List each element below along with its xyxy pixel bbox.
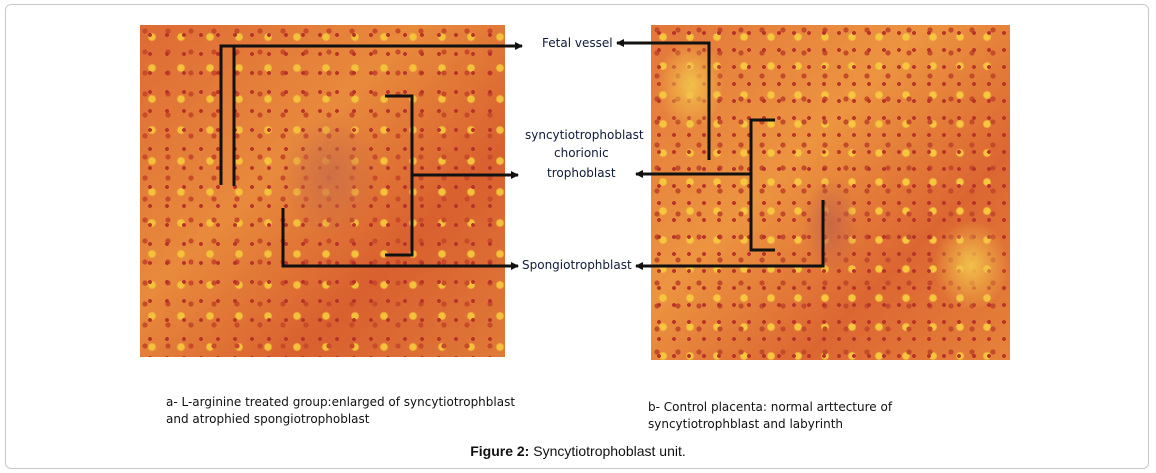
figure-caption: Figure 2: Syncytiotrophoblast unit. xyxy=(0,443,1156,459)
fetal-vessel-leader-b xyxy=(616,39,711,160)
caption-b: b- Control placenta: normal arttecture o… xyxy=(648,399,892,433)
syncytio-bracket-b xyxy=(749,118,775,252)
micrograph-a-l-arginine xyxy=(140,25,505,357)
spongio-leader-a xyxy=(281,208,519,270)
spongio-leader-b xyxy=(635,200,825,270)
syncytio-bracket-a xyxy=(385,94,414,257)
micrograph-b-control xyxy=(651,25,1010,360)
caption-b-line1: b- Control placenta: normal arttecture o… xyxy=(648,400,893,414)
fetal-vessel-leader-a xyxy=(219,42,523,185)
label-fetal-vessel: Fetal vessel xyxy=(542,36,613,50)
caption-a: a- L-arginine treated group:enlarged of … xyxy=(166,394,515,428)
figure-frame xyxy=(5,4,1149,469)
label-chorionic: chorionic xyxy=(554,146,609,160)
caption-a-line2: and atrophied spongiotrophoblast xyxy=(166,412,370,426)
figure-title: Syncytiotrophoblast unit. xyxy=(533,443,686,459)
label-trophoblast: trophoblast xyxy=(547,166,616,180)
label-syncytiotrophoblast: syncytiotrophoblast xyxy=(525,128,644,142)
caption-a-line1: a- L-arginine treated group:enlarged of … xyxy=(166,395,516,409)
figure-label: Figure 2: xyxy=(470,443,530,459)
caption-b-line2: syncytiotrophblast and labyrinth xyxy=(648,417,844,431)
label-spongiotrophoblast: Spongiotrophblast xyxy=(522,258,632,272)
